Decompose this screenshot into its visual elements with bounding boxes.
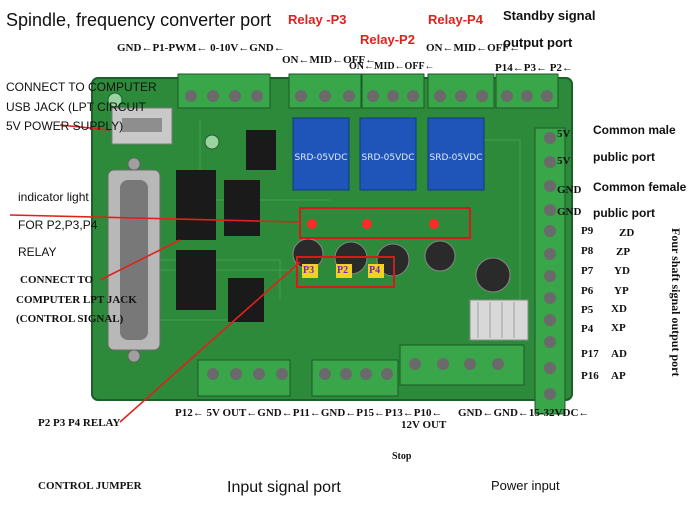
usb-label-1: CONNECT TO COMPUTER bbox=[6, 80, 157, 94]
pin-p17: P17 bbox=[581, 348, 599, 360]
standby-pin-labels: P14←P3← P2← bbox=[495, 62, 573, 74]
standby-title-1: Standby signal bbox=[503, 8, 596, 23]
pin-p4: P4 bbox=[581, 323, 594, 335]
lpt-db25-connector bbox=[107, 157, 161, 363]
relay-p4-title: Relay-P4 bbox=[428, 12, 483, 27]
spindle-pin-labels: GND←P1-PWM← 0-10V←GND← bbox=[117, 42, 285, 54]
indicator-leds bbox=[307, 219, 439, 229]
common-female-label-2: public port bbox=[593, 206, 655, 220]
indicator-label-2: FOR P2,P3,P4 bbox=[18, 218, 98, 232]
pin-p16: P16 bbox=[581, 370, 599, 382]
axis-terminal-column bbox=[534, 127, 566, 415]
axis-xp: XP bbox=[611, 322, 626, 334]
axis-ad: AD bbox=[611, 348, 627, 360]
jumper-tag-p3: P3 bbox=[303, 265, 315, 276]
spindle-terminal-block bbox=[177, 73, 271, 109]
common-male-label-2: public port bbox=[593, 150, 655, 164]
common-male-label-1: Common male bbox=[593, 123, 676, 137]
usb-label-3: 5V POWER SUPPLY) bbox=[6, 119, 124, 133]
relay-p3-title: Relay -P3 bbox=[288, 12, 347, 27]
pin-5v-2: 5V bbox=[557, 155, 571, 167]
relay-p4-pin-labels: ON←MID←OFF← bbox=[426, 42, 521, 54]
callout-arrows bbox=[9, 124, 301, 423]
svg-text:SRD-05VDC: SRD-05VDC bbox=[362, 153, 415, 163]
indicator-frame bbox=[299, 207, 471, 239]
pin-p6: P6 bbox=[581, 285, 594, 297]
pin-p8: P8 bbox=[581, 245, 594, 257]
indicator-label-3: RELAY bbox=[18, 245, 57, 259]
axis-zp: ZP bbox=[616, 246, 631, 258]
standby-title-2: output port bbox=[503, 35, 573, 50]
jumper-tag-p4: P4 bbox=[369, 265, 381, 276]
mount-hole bbox=[107, 92, 123, 108]
lpt-label-3: (CONTROL SIGNAL) bbox=[16, 313, 124, 325]
jumper-frame bbox=[296, 256, 395, 288]
usb-jack bbox=[111, 107, 173, 145]
jumper-tag-p2: P2 bbox=[337, 265, 349, 276]
input-terminal-block bbox=[197, 359, 399, 397]
relay-p4-terminal-block bbox=[427, 73, 495, 109]
four-shaft-label: Four shaft signal output port bbox=[669, 228, 683, 377]
lpt-label-1: CONNECT TO bbox=[20, 274, 94, 286]
pin-gnd-1: GND bbox=[557, 184, 582, 196]
standby-terminal-block bbox=[495, 73, 559, 109]
12v-out-label: 12V OUT bbox=[401, 419, 447, 431]
axis-ap: AP bbox=[611, 370, 626, 382]
input-pin-labels: P12← 5V OUT←GND←P11←GND←P15←P13←P10← bbox=[175, 407, 443, 419]
axis-zd: ZD bbox=[619, 227, 635, 239]
pin-p9: P9 bbox=[581, 225, 594, 237]
relay-blocks: SRD-05VDC SRD-05VDC SRD-05VDC bbox=[292, 117, 485, 191]
relay-p3-terminal-block bbox=[288, 73, 362, 109]
relay-p2-terminal-block bbox=[361, 73, 425, 109]
power-pin-labels: GND←GND←15-32VDC← bbox=[458, 407, 590, 419]
mount-hole bbox=[204, 134, 220, 150]
heatsink bbox=[469, 299, 529, 341]
relay-p2-title: Relay-P2 bbox=[360, 32, 415, 47]
input-port-title: Input signal port bbox=[227, 479, 341, 496]
pin-p7: P7 bbox=[581, 265, 594, 277]
relay-p3-pin-labels: ON←MID←OFF← bbox=[282, 54, 377, 66]
svg-text:SRD-05VDC: SRD-05VDC bbox=[295, 153, 348, 163]
pin-gnd-2: GND bbox=[557, 206, 582, 218]
common-female-label-1: Common female bbox=[593, 180, 687, 194]
axis-xd: XD bbox=[611, 303, 627, 315]
svg-text:SRD-05VDC: SRD-05VDC bbox=[430, 153, 483, 163]
power-terminal-block bbox=[399, 344, 525, 386]
axis-yp: YP bbox=[614, 285, 629, 297]
relay-p2-pin-labels: ON←MID←OFF← bbox=[349, 61, 435, 72]
lpt-label-2: COMPUTER LPT JACK bbox=[16, 294, 137, 306]
relay-jumpers bbox=[302, 264, 384, 278]
axis-yd: YD bbox=[614, 265, 630, 277]
ic-chips bbox=[176, 130, 276, 322]
relay-jumper-label: P2 P3 P4 RELAY bbox=[38, 417, 121, 429]
spindle-port-title: Spindle, frequency converter port bbox=[6, 10, 272, 30]
power-input-title: Power input bbox=[491, 478, 560, 493]
control-jumper-label: CONTROL JUMPER bbox=[38, 480, 142, 492]
stop-label: Stop bbox=[392, 451, 412, 462]
indicator-label-1: indicator light bbox=[18, 190, 89, 204]
usb-label-2: USB JACK (LPT CIRCUIT bbox=[6, 100, 146, 114]
pin-5v-1: 5V bbox=[557, 128, 571, 140]
pin-p5: P5 bbox=[581, 304, 594, 316]
